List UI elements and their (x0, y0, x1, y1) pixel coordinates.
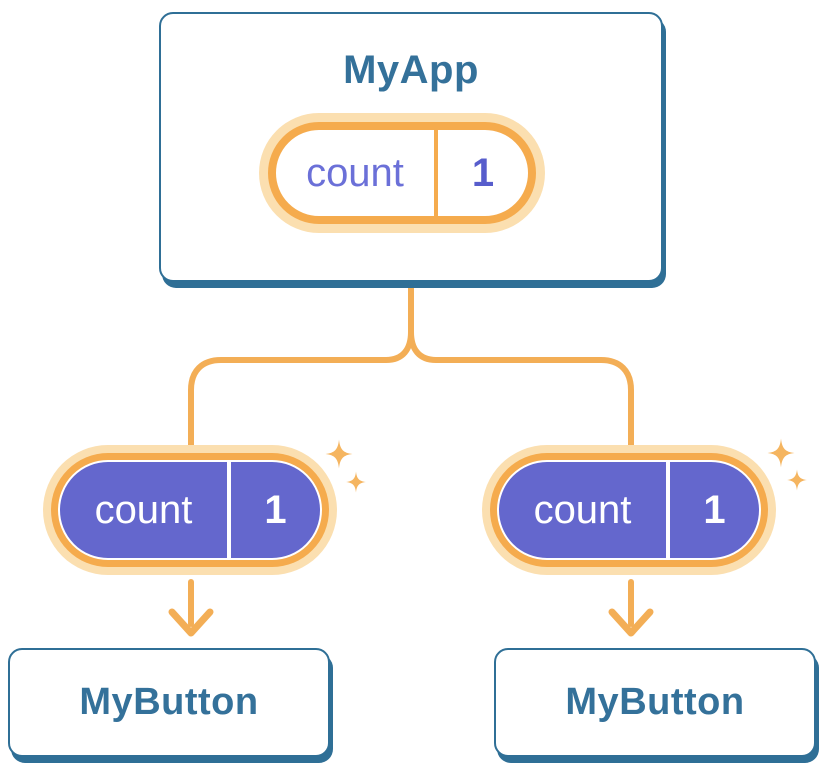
state-pill: count 1 (268, 122, 536, 224)
pill-divider (666, 462, 670, 558)
arrow-down-icon (608, 579, 654, 637)
sparkle-icon-large (325, 439, 353, 469)
myapp-title: MyApp (343, 48, 479, 92)
prop-label: count (94, 487, 193, 532)
mybutton-card-right: MyButton (494, 648, 816, 757)
pill-divider (227, 462, 231, 558)
state-value: 1 (471, 150, 495, 195)
arrow-down-icon (168, 579, 214, 637)
sparkle-icon-large (767, 438, 795, 468)
prop-value: 1 (264, 487, 287, 532)
tree-connector-left-branch (188, 283, 414, 455)
sparkle-icon-small (787, 469, 807, 491)
mybutton-card-left: MyButton (8, 648, 330, 757)
mybutton-title: MyButton (565, 681, 745, 723)
mybutton-title: MyButton (79, 681, 259, 723)
myapp-card: MyApp count 1 (159, 12, 663, 282)
sparkle-icon-small (346, 471, 366, 493)
tree-connector-right-branch (408, 283, 634, 458)
prop-pill-right: count 1 (497, 460, 761, 560)
state-label: count (306, 150, 404, 195)
prop-label: count (533, 487, 632, 532)
pill-divider (434, 130, 438, 216)
prop-pill-left: count 1 (58, 460, 322, 560)
prop-value: 1 (703, 487, 726, 532)
